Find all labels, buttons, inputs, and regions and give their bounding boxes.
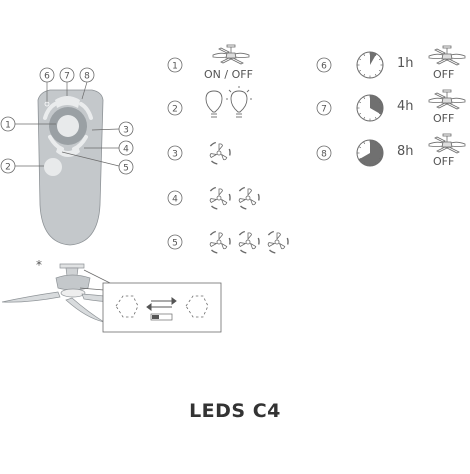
timer-1h-label: 1h <box>397 56 414 71</box>
svg-text:3: 3 <box>123 126 129 136</box>
fan-off-4h-icon <box>428 89 466 110</box>
fan-speed-icon-row1-1 <box>209 141 231 165</box>
fan-speed-icon-row2-1 <box>209 186 231 210</box>
swap-arrows-icon <box>146 297 177 311</box>
svg-text:5: 5 <box>172 239 178 249</box>
callout-leaders <box>15 81 120 167</box>
timer-4h-label: 4h <box>397 99 414 114</box>
remote-button-5 <box>56 146 80 157</box>
remote-button-1 <box>57 115 79 137</box>
fan-speed-icon-row2-2 <box>238 186 260 210</box>
svg-text:2: 2 <box>172 105 178 115</box>
svg-text:5: 5 <box>123 164 129 174</box>
svg-text:4: 4 <box>123 145 129 155</box>
on-off-label: ON / OFF <box>204 68 253 81</box>
svg-text:7: 7 <box>321 105 327 115</box>
svg-text:2: 2 <box>5 163 11 173</box>
svg-text:8: 8 <box>321 150 327 160</box>
svg-text:1: 1 <box>172 62 178 72</box>
svg-text:3: 3 <box>172 150 178 160</box>
svg-text:7: 7 <box>64 72 70 82</box>
function-callouts: 1 2 3 4 5 6 7 8 <box>167 57 332 250</box>
svg-text:6: 6 <box>44 72 50 82</box>
remote-button-7 <box>55 96 80 108</box>
svg-text:8: 8 <box>84 72 90 82</box>
timer-8h-label: 8h <box>397 144 414 159</box>
remote-control <box>37 89 104 246</box>
svg-text:1: 1 <box>5 121 11 131</box>
bulb-on-icon <box>226 86 252 118</box>
bulb-icons <box>205 86 252 118</box>
fan-speed-icon-row3-3 <box>267 230 289 254</box>
fan-off-8h-icon <box>428 133 466 154</box>
asterisk-note: * <box>36 258 42 272</box>
off-label-1h: OFF <box>433 68 455 81</box>
svg-text:6: 6 <box>321 62 327 72</box>
fan-on-off-icon <box>212 44 250 65</box>
bulb-off-icon <box>205 90 223 118</box>
off-label-4h: OFF <box>433 112 455 125</box>
brand-title: LEDS C4 <box>189 400 281 422</box>
off-label-8h: OFF <box>433 155 455 168</box>
fan-speed-icon-row3-2 <box>238 230 260 254</box>
svg-text:4: 4 <box>172 195 178 205</box>
fan-speed-icon-row3-1 <box>209 230 231 254</box>
dip-switch-icon <box>150 313 173 321</box>
remote-callouts: 6 7 8 1 3 4 2 5 <box>0 67 134 175</box>
fan-off-1h-icon <box>428 45 466 66</box>
timer-1h-clock-icon <box>356 51 384 79</box>
timer-8h-clock-icon <box>356 139 384 167</box>
receiver-inset <box>102 282 222 333</box>
timer-4h-clock-icon <box>356 94 384 122</box>
remote-button-2 <box>44 158 62 176</box>
